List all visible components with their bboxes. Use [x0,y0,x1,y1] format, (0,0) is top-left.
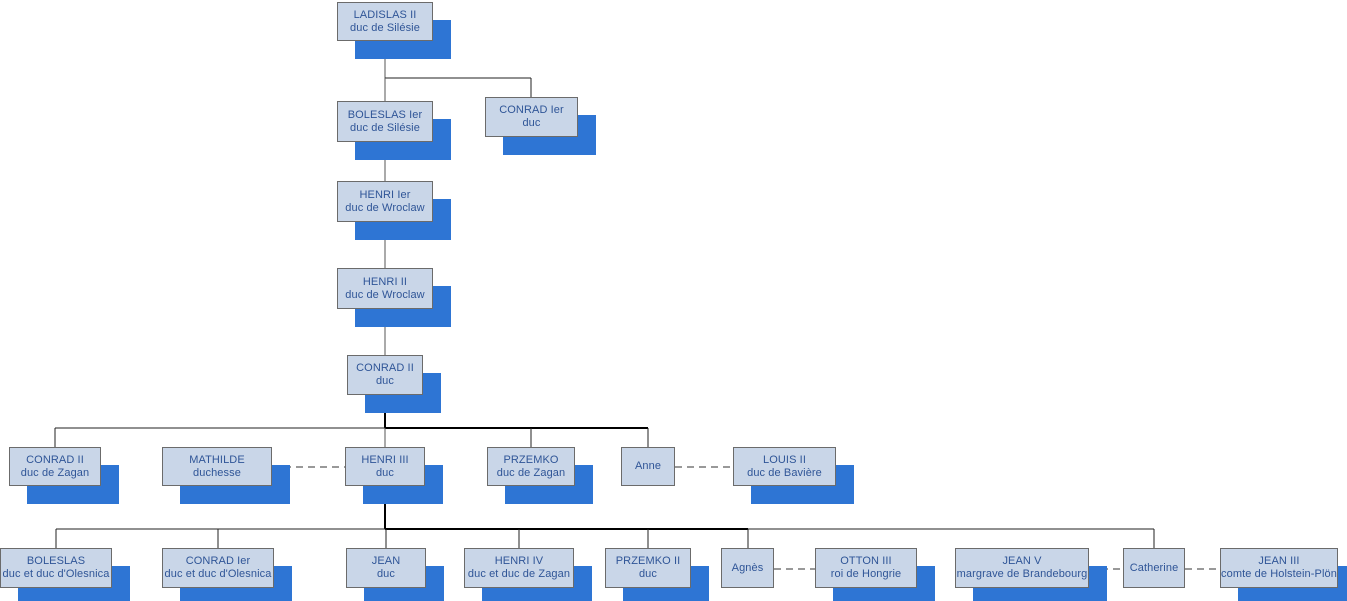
node-louis2[interactable]: LOUIS II duc de Bavière [733,447,836,486]
node-subtitle: duc et duc d'Olesnica [2,568,110,580]
node-boleslas1[interactable]: BOLESLAS Ier duc de Silésie [337,101,433,142]
node-boleslas-olesnica[interactable]: BOLESLAS duc et duc d'Olesnica [0,548,112,588]
node-title: JEAN [371,555,401,567]
node-title: OTTON III [840,555,892,567]
node-title: Anne [634,460,662,472]
node-subtitle: duc de Wroclaw [345,201,425,214]
node-title: CONRAD Ier [185,555,251,567]
node-subtitle: duc [375,466,395,479]
node-title: JEAN III [1258,555,1300,567]
node-subtitle: duc [376,568,396,580]
node-title: HENRI Ier [359,188,411,201]
node-title: CONRAD II [26,453,84,466]
node-title: HENRI IV [494,555,544,567]
node-title: CONRAD II [356,362,414,374]
node-title: HENRI II [362,275,408,288]
node-subtitle: duc de Bavière [747,466,822,479]
node-title: PRZEMKO [503,453,559,466]
node-title: LOUIS II [763,453,806,466]
node-title: LADISLAS II [353,8,417,21]
node-jean-duc[interactable]: JEAN duc [346,548,426,588]
edge-conrad2-children [54,395,649,447]
node-henri3[interactable]: HENRI III duc [345,447,425,486]
node-subtitle: duc de Zagan [496,466,566,479]
node-subtitle: duc de Silésie [350,21,420,34]
node-anne[interactable]: Anne [621,447,675,486]
node-title: HENRI III [361,453,409,466]
node-title: BOLESLAS Ier [347,108,423,121]
node-jean5[interactable]: JEAN V margrave de Brandebourg [955,548,1089,588]
node-conrad2-zagan[interactable]: CONRAD II duc de Zagan [9,447,101,486]
node-conrad1[interactable]: CONRAD Ier duc [485,97,578,137]
node-przemko[interactable]: PRZEMKO duc de Zagan [487,447,575,486]
node-agnes[interactable]: Agnès [721,548,774,588]
node-title: BOLESLAS [26,555,86,567]
node-title: CONRAD Ier [499,104,564,116]
node-title: JEAN V [1002,555,1042,567]
node-subtitle: roi de Hongrie [830,568,902,580]
node-title: Agnès [731,561,764,574]
node-conrad1-olesnica[interactable]: CONRAD Ier duc et duc d'Olesnica [162,548,274,588]
node-jean3[interactable]: JEAN III comte de Holstein-Plön [1220,548,1338,588]
node-title: Catherine [1129,561,1179,574]
node-subtitle: duc et duc d'Olesnica [164,568,272,580]
node-przemko2[interactable]: PRZEMKO II duc [605,548,691,588]
node-subtitle: duc [522,117,541,129]
node-ladislas2[interactable]: LADISLAS II duc de Silésie [337,2,433,41]
node-subtitle: duc [375,375,395,387]
node-subtitle: margrave de Brandebourg [956,568,1088,580]
node-title: PRZEMKO II [615,555,681,567]
node-henri4[interactable]: HENRI IV duc et duc de Zagan [464,548,574,588]
node-subtitle: duc de Silésie [350,121,420,134]
node-henri1[interactable]: HENRI Ier duc de Wroclaw [337,181,433,222]
node-otton3[interactable]: OTTON III roi de Hongrie [815,548,917,588]
node-title: MATHILDE [189,453,245,466]
node-conrad2-duc[interactable]: CONRAD II duc [347,355,423,395]
node-catherine[interactable]: Catherine [1123,548,1185,588]
node-subtitle: duc de Wroclaw [345,288,425,301]
node-subtitle: duc [638,568,658,580]
node-subtitle: duchesse [193,466,241,479]
node-mathilde[interactable]: MATHILDE duchesse [162,447,272,486]
node-henri2[interactable]: HENRI II duc de Wroclaw [337,268,433,309]
node-subtitle: duc de Zagan [20,466,90,479]
node-subtitle: duc et duc de Zagan [467,568,571,580]
node-subtitle: comte de Holstein-Plön [1221,568,1337,580]
